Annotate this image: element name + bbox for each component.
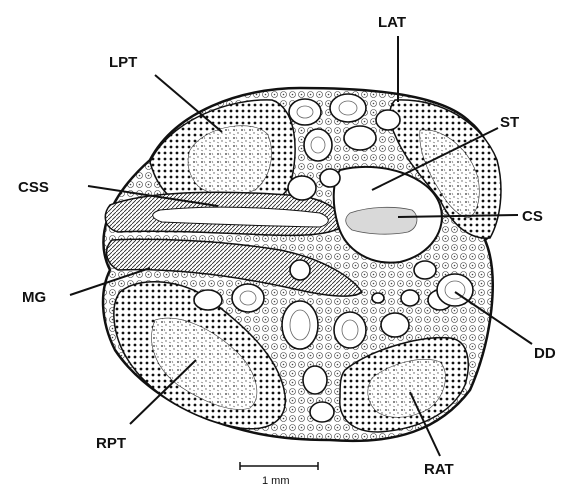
label-dd: DD [534,345,556,362]
label-rat: RAT [424,461,454,478]
label-lat: LAT [378,14,406,31]
label-css: CSS [18,179,49,196]
label-st: ST [500,114,519,131]
label-cs: CS [522,208,543,225]
label-mg: MG [22,289,46,306]
cs-lumen [346,207,417,234]
label-lpt: LPT [109,54,137,71]
scale-bar [240,462,318,470]
label-rpt: RPT [96,435,126,452]
scale-bar-label: 1 mm [262,475,290,487]
